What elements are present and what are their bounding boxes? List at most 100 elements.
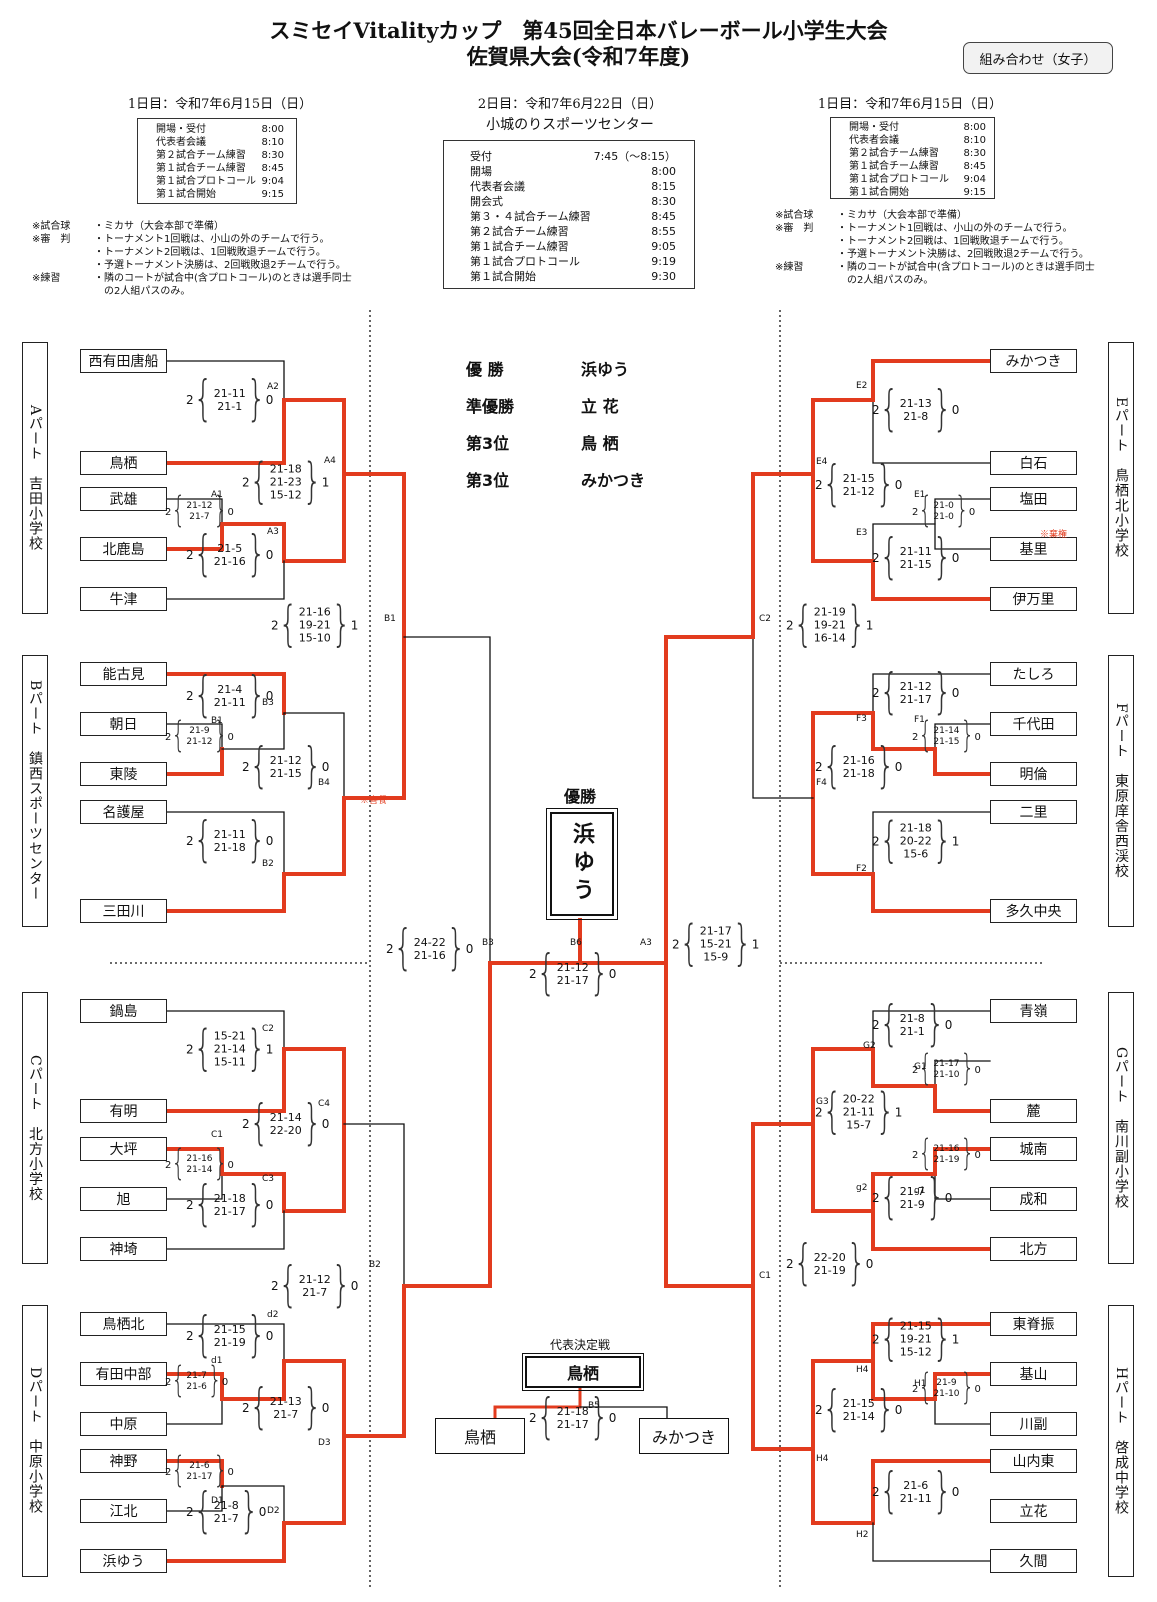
match-label: G1 bbox=[914, 1062, 927, 1072]
schedule-time: 8:45 bbox=[651, 210, 676, 223]
note-label: ※試合球 bbox=[32, 221, 71, 232]
set-score: 20-22 bbox=[842, 1092, 875, 1106]
brace-icon: } bbox=[875, 1381, 895, 1438]
brace-icon: } bbox=[331, 1257, 351, 1314]
score-left: 2 bbox=[186, 548, 194, 562]
brace-icon: } bbox=[589, 1389, 609, 1446]
set-score: 15-21 bbox=[213, 1029, 246, 1043]
set-score: 22-20 bbox=[813, 1251, 846, 1264]
schedule-time: 9:04 bbox=[963, 174, 986, 185]
score-right: 0 bbox=[321, 1117, 330, 1131]
team-box: 麓 bbox=[990, 1099, 1077, 1123]
result-row: 優 勝浜ゆう bbox=[466, 360, 630, 379]
note-label: ※練習 bbox=[32, 273, 61, 284]
brace-icon: { bbox=[278, 596, 298, 653]
brace-icon: { bbox=[879, 1463, 899, 1520]
set-score: 21-8 bbox=[899, 1012, 925, 1025]
brace-icon: } bbox=[213, 716, 228, 757]
score-right: 0 bbox=[974, 1149, 981, 1161]
set-score: 21-15 bbox=[269, 767, 302, 780]
team-box: たしろ bbox=[990, 662, 1077, 686]
note-text: ・予選トーナメント決勝は、2回戦敗退2チームで行う。 bbox=[94, 260, 346, 271]
score-right: 0 bbox=[265, 1329, 274, 1343]
team-box: 名護屋 bbox=[80, 800, 167, 824]
schedule-label: 第１試合チーム練習 bbox=[156, 163, 246, 174]
score-left: 2 bbox=[186, 1198, 194, 1212]
set-score: 21-16 bbox=[413, 949, 446, 962]
score-right: 0 bbox=[951, 551, 960, 565]
set-score: 21-9 bbox=[899, 1198, 925, 1211]
brace-icon: } bbox=[932, 1310, 952, 1367]
team-box: みかつき bbox=[990, 349, 1077, 373]
brace-icon: } bbox=[213, 491, 228, 532]
score-left: 2 bbox=[165, 1376, 172, 1388]
brace-icon: { bbox=[171, 1361, 186, 1402]
score-right: 1 bbox=[865, 618, 874, 632]
team-box: 成和 bbox=[990, 1187, 1077, 1211]
set-score: 15-9 bbox=[703, 950, 729, 964]
score-right: 1 bbox=[951, 1332, 960, 1346]
set-score: 21-18 bbox=[213, 1192, 246, 1205]
score-right: 0 bbox=[265, 689, 274, 703]
score-left: 2 bbox=[186, 393, 194, 407]
team-box: 多久中央 bbox=[990, 899, 1077, 923]
set-score: 20-22 bbox=[899, 834, 932, 848]
score-left: 2 bbox=[815, 478, 823, 492]
set-score: 24-22 bbox=[413, 936, 446, 949]
note-text: ・予選トーナメント決勝は、2回戦敗退2チームで行う。 bbox=[837, 249, 1089, 260]
set-score: 19-21 bbox=[813, 618, 846, 632]
brace-icon: { bbox=[679, 915, 699, 972]
schedule-time: 8:30 bbox=[963, 148, 986, 159]
score-right: 0 bbox=[258, 1505, 267, 1519]
schedule-label: 開場・受付 bbox=[849, 122, 899, 133]
brace-icon: } bbox=[302, 1379, 322, 1436]
annotation-forfeit: ※棄権 bbox=[1040, 530, 1068, 540]
match-label: F4 bbox=[816, 778, 827, 788]
score-left: 2 bbox=[529, 967, 537, 981]
set-score: 21-17 bbox=[699, 924, 732, 938]
team-box: 鍋島 bbox=[80, 999, 167, 1023]
score-right: 0 bbox=[865, 1257, 874, 1271]
team-box: 二里 bbox=[990, 800, 1077, 824]
schedule-time: 8:00 bbox=[963, 122, 986, 133]
match-label: H4 bbox=[816, 1454, 829, 1464]
score-left: 2 bbox=[872, 1191, 880, 1205]
set-score: 15-10 bbox=[298, 631, 331, 645]
match-label: E3 bbox=[856, 528, 868, 538]
set-score: 21-15 bbox=[933, 737, 960, 747]
note-row: ※練習・隣のコートが試合中(含プロトコール)のときは選手同士 bbox=[775, 261, 1120, 274]
brace-icon: } bbox=[246, 667, 266, 724]
note-row: ・トーナメント2回戦は、1回戦敗退チームで行う。 bbox=[775, 235, 1120, 248]
set-score: 21-12 bbox=[186, 737, 213, 747]
brace-icon: } bbox=[331, 596, 351, 653]
day1-left-notes: ※試合球・ミカサ（大会本部で準備）※審 判・トーナメント1回戦は、小山の外のチー… bbox=[32, 220, 377, 298]
schedule-label: 第２試合チーム練習 bbox=[849, 148, 939, 159]
team-box: 三田川 bbox=[80, 899, 167, 923]
